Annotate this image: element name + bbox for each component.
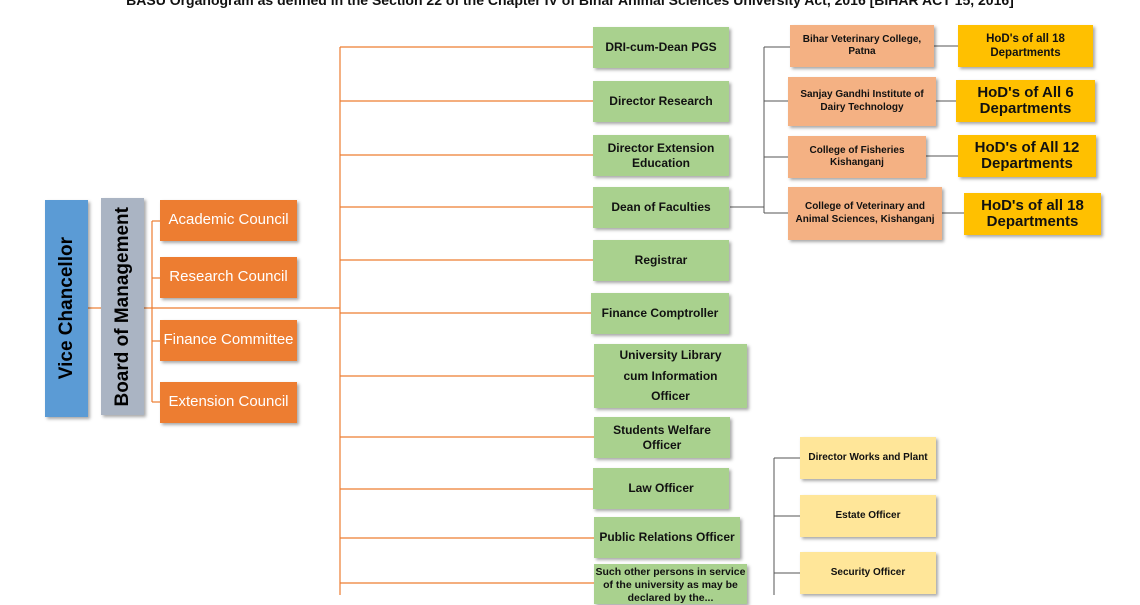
council-research: Research Council [160, 257, 297, 298]
college-sanjay-gandhi-dairy: Sanjay Gandhi Institute of Dairy Technol… [788, 77, 936, 126]
officer-dean-of-faculties: Dean of Faculties [593, 187, 729, 228]
page-title: BASU Organogram as defined in the Sectio… [126, 0, 1014, 8]
officer-public-relations: Public Relations Officer [594, 517, 740, 558]
vice-chancellor-label: Vice Chancellor [55, 237, 77, 380]
hods-veterinary-animal-sciences: HoD's of all 18 Departments [964, 193, 1101, 235]
hods-bihar-veterinary: HoD's of all 18 Departments [958, 25, 1093, 67]
hods-sanjay-gandhi: HoD's of All 6 Departments [956, 80, 1095, 122]
college-veterinary-animal-sciences: College of Veterinary and Animal Science… [788, 187, 942, 240]
officer-such-other-persons: Such other persons in service of the uni… [594, 564, 747, 605]
officer-finance-comptroller: Finance Comptroller [591, 293, 729, 334]
works-estate-officer: Estate Officer [800, 495, 936, 537]
college-bihar-veterinary: Bihar Veterinary College, Patna [790, 25, 934, 67]
officer-dri-dean-pgs: DRI-cum-Dean PGS [593, 27, 729, 68]
hods-fisheries: HoD's of All 12 Departments [958, 135, 1096, 177]
officer-director-extension: Director Extension Education [593, 135, 729, 176]
council-academic: Academic Council [160, 200, 297, 241]
works-director-works-plant: Director Works and Plant [800, 437, 936, 479]
officer-registrar: Registrar [593, 240, 729, 281]
officer-university-library: University Library cum Information Offic… [594, 344, 747, 408]
officer-law: Law Officer [593, 468, 729, 509]
college-fisheries-kishanganj: College of Fisheries Kishanganj [788, 136, 926, 178]
council-finance: Finance Committee [160, 320, 297, 361]
officer-students-welfare: Students Welfare Officer [594, 417, 730, 458]
vice-chancellor-box: Vice Chancellor [45, 200, 88, 417]
board-of-management-label: Board of Management [111, 206, 133, 407]
officer-director-research: Director Research [593, 81, 729, 122]
board-of-management-box: Board of Management [101, 198, 144, 415]
council-extension: Extension Council [160, 382, 297, 423]
works-security-officer: Security Officer [800, 552, 936, 594]
